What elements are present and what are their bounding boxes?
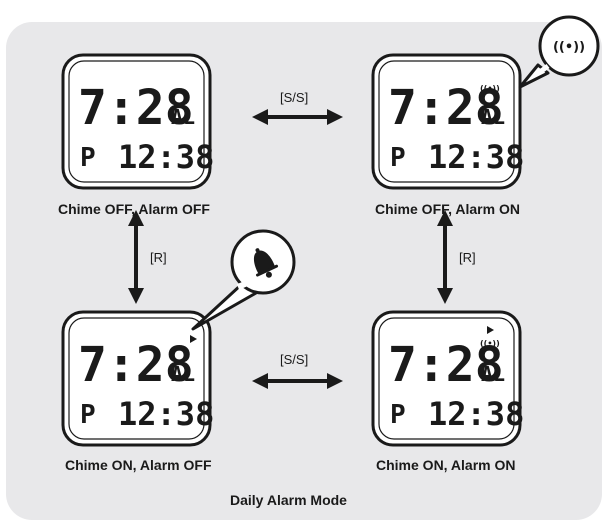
state-label-chime-on-alarm-on: Chime ON, Alarm ON — [376, 457, 516, 473]
lcd-period: P — [390, 400, 406, 430]
alarm-symbol-icon: ((•)) — [553, 40, 585, 55]
lcd-time: 7:28 — [78, 80, 194, 136]
lcd-screen-chime-on-alarm-on — [371, 310, 522, 447]
lcd-period: P — [390, 143, 406, 173]
bell-icon — [253, 248, 279, 278]
lcd-seconds-time: 12:38 — [118, 395, 214, 433]
lcd-time: 7:28 — [388, 337, 504, 393]
lcd-alarm-symbol: ((•)) — [480, 339, 500, 348]
start-stop-label-bottom: [S/S] — [280, 352, 309, 367]
lcd-seconds-time: 12:38 — [428, 395, 524, 433]
lcd-period: P — [80, 400, 96, 430]
alarm-symbol-callout: ((•)) — [518, 15, 600, 89]
reset-label-left: [R] — [150, 250, 167, 265]
chime-bell-callout — [191, 229, 296, 331]
state-label-chime-off-alarm-on: Chime OFF, Alarm ON — [375, 201, 520, 217]
lcd-screen-chime-on-alarm-off — [61, 310, 212, 447]
diagram-title: Daily Alarm Mode — [230, 492, 347, 508]
lcd-time: 7:28 — [78, 337, 194, 393]
state-label-chime-on-alarm-off: Chime ON, Alarm OFF — [65, 457, 212, 473]
lcd-time: 7:28 — [388, 80, 504, 136]
lcd-screen-chime-off-alarm-off — [61, 53, 212, 190]
lcd-alarm-flag: AL — [481, 105, 505, 129]
lcd-alarm-symbol: ((•)) — [480, 84, 500, 93]
lcd-alarm-flag: AL — [171, 105, 195, 129]
start-stop-label-top: [S/S] — [280, 90, 309, 105]
lcd-seconds-time: 12:38 — [428, 138, 524, 176]
state-label-chime-off-alarm-off: Chime OFF, Alarm OFF — [58, 201, 210, 217]
lcd-chime-indicator-icon — [190, 335, 197, 343]
lcd-alarm-flag: AL — [481, 362, 505, 386]
lcd-chime-indicator-icon — [487, 326, 494, 334]
lcd-period: P — [80, 143, 96, 173]
reset-label-right: [R] — [459, 250, 476, 265]
lcd-alarm-flag: AL — [171, 362, 195, 386]
lcd-seconds-time: 12:38 — [118, 138, 214, 176]
lcd-screen-chime-off-alarm-on — [371, 53, 522, 190]
